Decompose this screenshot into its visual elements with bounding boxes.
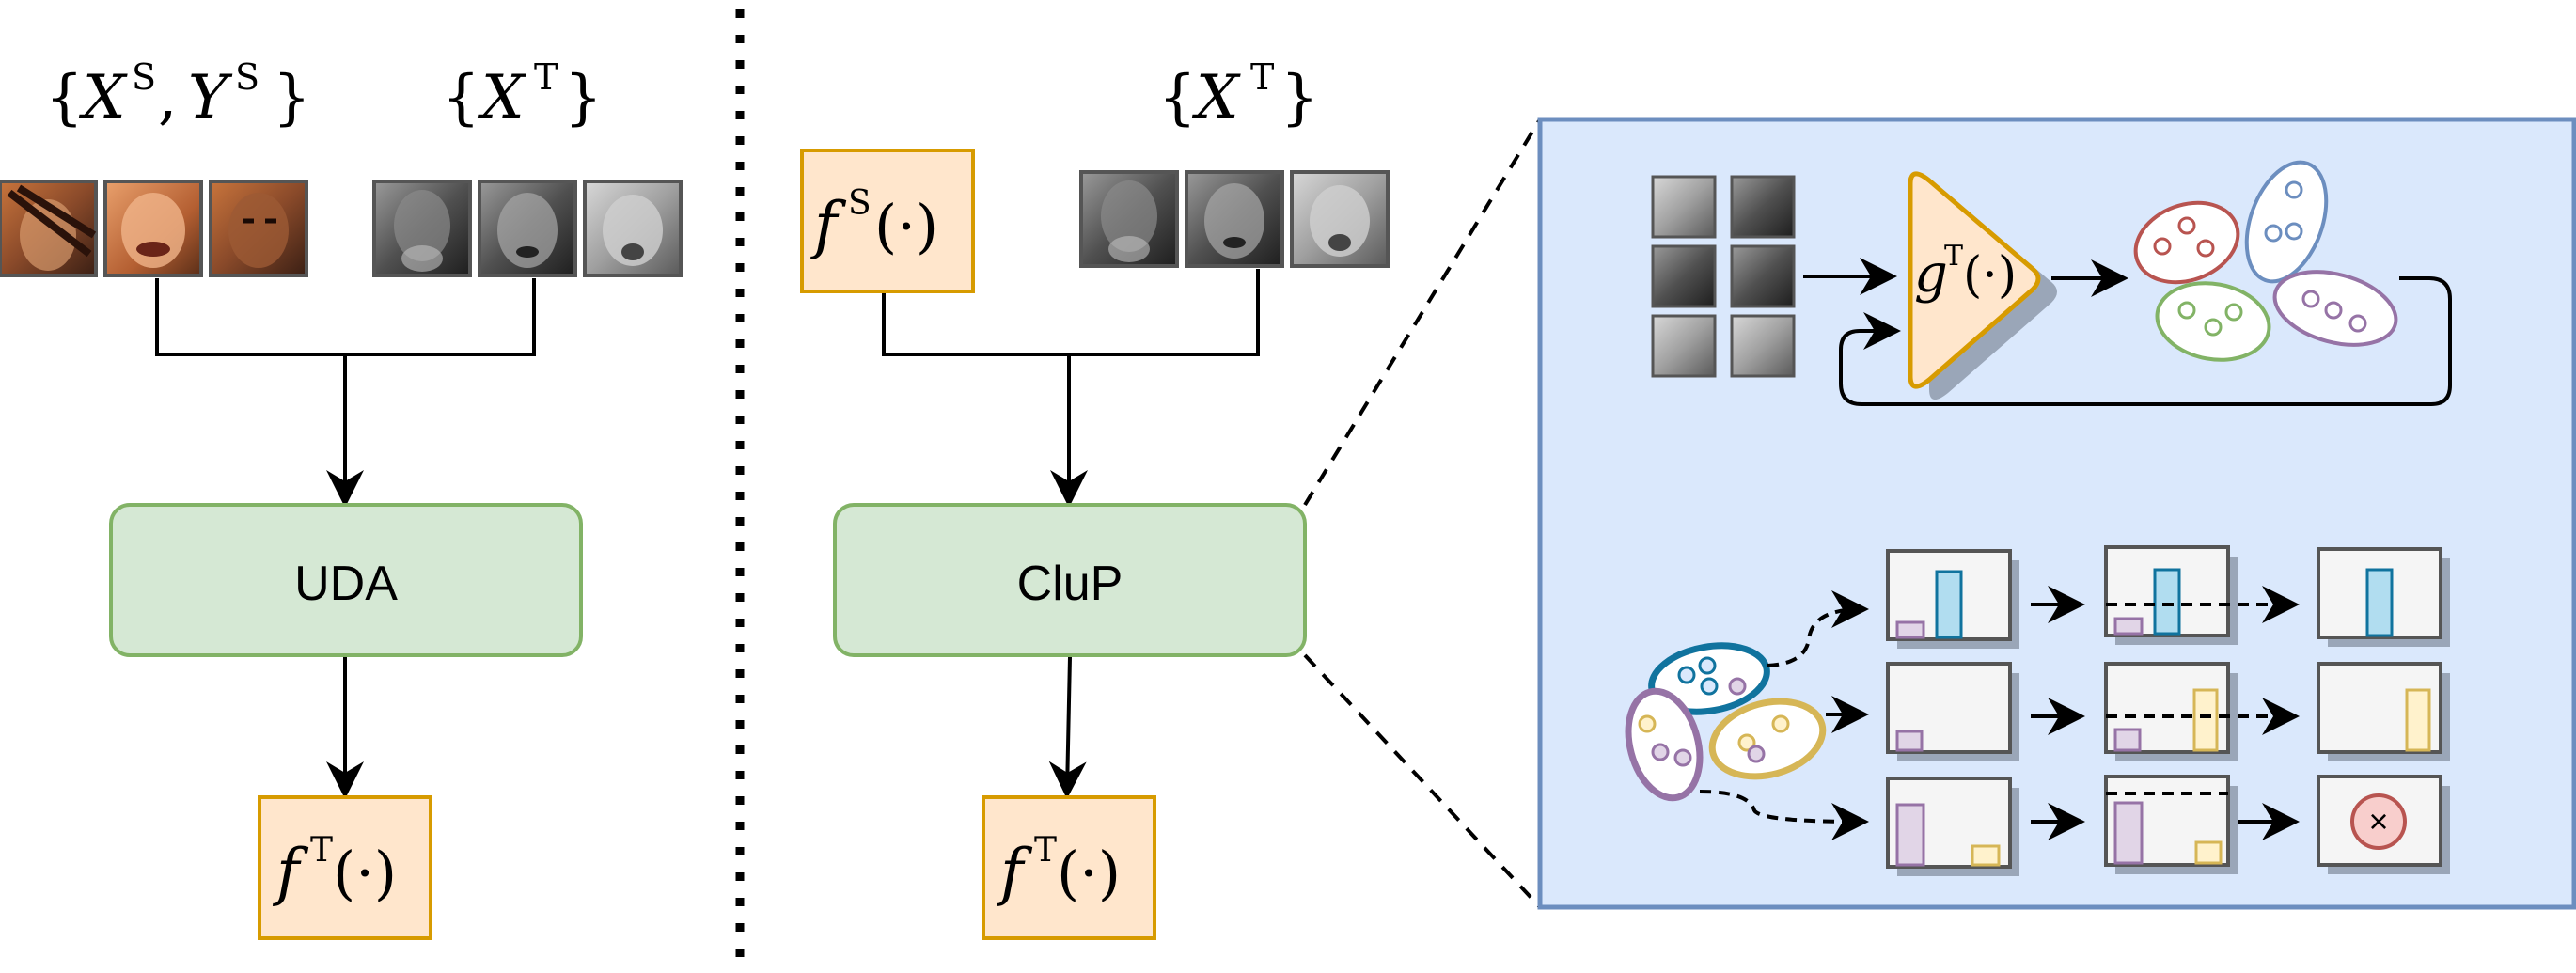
svg-text:S: S: [132, 56, 156, 98]
svg-text:T: T: [1250, 56, 1274, 98]
result-r2: [2317, 662, 2450, 761]
svg-text:Y: Y: [188, 63, 233, 133]
svg-text:(·): (·): [333, 839, 397, 907]
uda-label: UDA: [294, 557, 398, 611]
clup-label: CluP: [1017, 557, 1123, 611]
zoom-line-bottom: [1303, 653, 1542, 909]
left-target-set-label: { X T }: [442, 56, 603, 133]
zoom-line-top: [1303, 118, 1542, 507]
source-model-label: f S (·): [809, 184, 938, 261]
left-target-model-label: f T (·): [272, 831, 397, 908]
svg-text:(·): (·): [874, 192, 938, 260]
source-image-2: [103, 180, 203, 277]
svg-text:T: T: [1944, 240, 1963, 273]
result-r1: [2317, 547, 2450, 647]
right-target-model-label: f T (·): [996, 831, 1121, 908]
target-image-2: [478, 180, 577, 277]
svg-text:{: {: [1158, 63, 1197, 133]
svg-text:{: {: [442, 63, 480, 133]
clup-target-image-2: [1185, 170, 1284, 268]
svg-text:S: S: [848, 184, 872, 223]
cluster-red: [2133, 200, 2240, 285]
left-target-model-box: [258, 795, 432, 940]
cluster-purple: [2272, 270, 2398, 347]
svg-text:{: {: [45, 63, 84, 133]
encoder-triangle: [1908, 171, 2041, 389]
source-model-box: [800, 149, 975, 293]
svg-text:}: }: [1280, 63, 1319, 133]
svg-text:X: X: [1191, 63, 1241, 133]
thumbnail-grid: [1651, 175, 1796, 378]
svg-text:×: ×: [2368, 802, 2388, 840]
cluster-purple-bottom: [1625, 687, 1704, 802]
histogram-r3-c2: [2104, 775, 2238, 874]
target-image-1: [372, 180, 472, 277]
svg-text:g: g: [1914, 243, 1948, 305]
clup-target-image-1: [1079, 170, 1179, 268]
svg-text:}: }: [564, 63, 603, 133]
right-target-model-box: [982, 795, 1156, 940]
cluster-green: [2155, 281, 2271, 362]
cluster-yellow: [1708, 698, 1827, 780]
svg-text:(·): (·): [1057, 839, 1121, 907]
svg-text:(·): (·): [1963, 247, 2017, 304]
clup-target-image-3: [1290, 170, 1390, 268]
source-image-3: [209, 180, 308, 277]
dashed-arrow-row-1: [1767, 590, 1869, 667]
left-source-connector: [155, 278, 536, 356]
svg-text:T: T: [310, 831, 333, 870]
svg-text:}: }: [273, 63, 311, 133]
svg-text:S: S: [235, 56, 259, 98]
arrow-to-right-target-model: [1048, 656, 1087, 799]
histogram-r3-c1: [1886, 777, 2019, 876]
svg-text:X: X: [78, 63, 128, 133]
histogram-r1-c1: [1886, 549, 2019, 649]
feedback-loop: [1839, 276, 2452, 406]
svg-text:T: T: [1034, 831, 1057, 870]
encoder-label: g T (·): [1914, 240, 2017, 305]
uda-box: [109, 503, 583, 657]
histogram-r2-c2: [2104, 662, 2238, 761]
cluster-blue: [2244, 160, 2329, 284]
histogram-r2-c1: [1886, 662, 2019, 761]
reject-icon: [2350, 793, 2407, 850]
svg-text:,: ,: [158, 63, 177, 133]
result-r3-rejected: ×: [2317, 775, 2450, 874]
left-source-set-label: { X S , Y S }: [45, 56, 311, 133]
svg-text:T: T: [534, 56, 558, 98]
histogram-r1-c2: [2104, 545, 2238, 645]
right-target-set-label: { X T }: [1158, 56, 1319, 133]
dashed-arrow-row-3: [1699, 790, 1869, 840]
svg-text:X: X: [477, 63, 526, 133]
clup-box: [833, 503, 1307, 657]
target-image-3: [583, 180, 683, 277]
source-image-1: [0, 180, 98, 277]
